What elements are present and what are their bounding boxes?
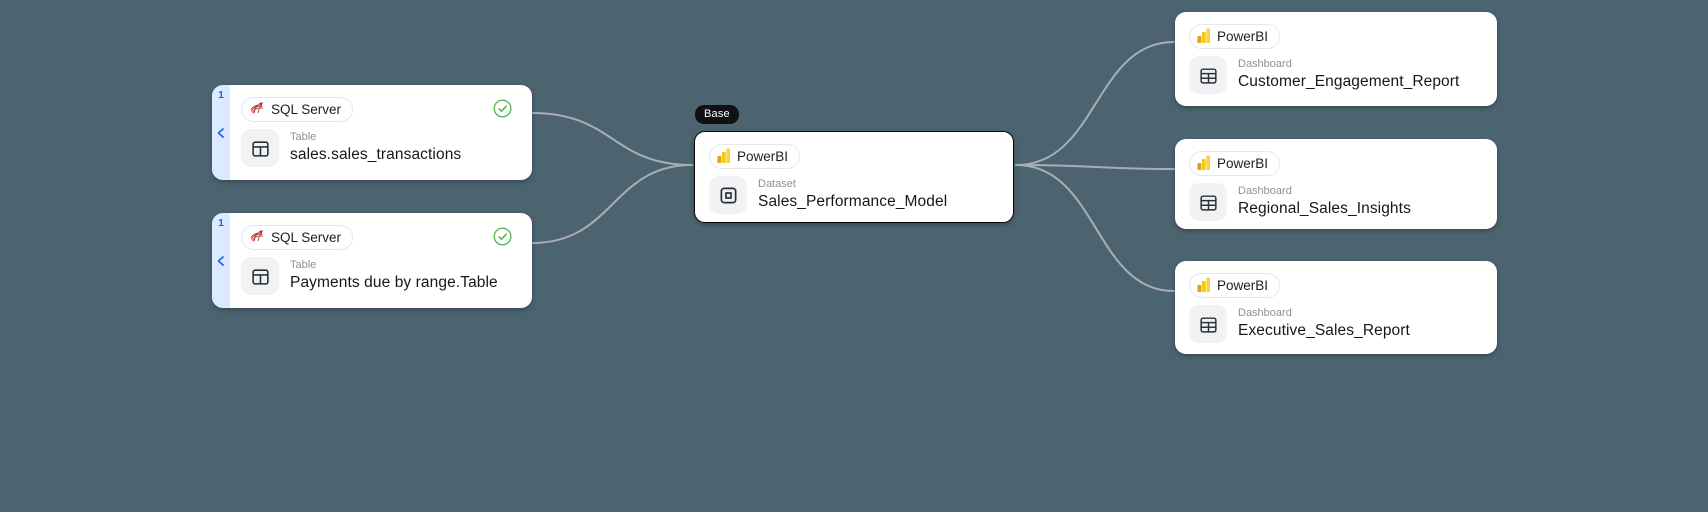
base-badge: Base [695,105,739,124]
asset-name: Payments due by range.Table [290,273,498,291]
powerbi-icon [1197,277,1211,295]
asset-name: Sales_Performance_Model [758,192,948,210]
asset-name: Customer_Engagement_Report [1238,72,1460,90]
source-system-pill: PowerBI [709,144,801,169]
table-icon [251,268,269,285]
asset-type-label: Dashboard [1238,58,1292,71]
source-system-label: PowerBI [1217,28,1269,44]
dashboard-icon-chip [1189,305,1227,343]
asset-type-label: Dashboard [1238,185,1292,198]
collapse-chevron-icon[interactable] [212,254,230,268]
source-system-label: PowerBI [1217,277,1269,293]
asset-name: sales.sales_transactions [290,145,462,163]
collapse-chevron-icon[interactable] [212,126,230,140]
dataset-icon [720,187,736,203]
verified-check-icon [493,227,512,246]
upstream-count-badge: 1 [218,217,224,229]
sql-server-icon [249,228,265,247]
dataset-icon-chip [709,176,747,214]
source-system-label: PowerBI [1217,155,1269,171]
edge-table1-to-dataset [531,112,693,166]
verified-check-icon [493,99,512,118]
sql-server-icon [249,100,265,119]
table-icon-chip [241,129,279,167]
powerbi-icon [717,148,731,166]
source-system-pill: SQL Server [241,225,354,250]
source-system-pill: SQL Server [241,97,354,122]
node-dashboard-3[interactable]: PowerBI Dashboard Executive_Sales_Report [1175,261,1497,354]
source-system-label: SQL Server [271,101,342,117]
powerbi-icon [1197,155,1211,173]
dashboard-icon [1199,67,1217,84]
source-system-label: PowerBI [737,148,789,164]
asset-type-label: Table [290,131,317,144]
node-source-table-2[interactable]: 1 SQL Server [212,213,532,308]
edge-dataset-to-dashboard2 [1015,164,1175,170]
powerbi-icon [1197,28,1211,46]
table-icon [251,140,269,157]
table-icon-chip [241,257,279,295]
node-dashboard-2[interactable]: PowerBI Dashboard Regional_Sales_Insight… [1175,139,1497,229]
upstream-count-badge: 1 [218,89,224,101]
asset-name: Executive_Sales_Report [1238,321,1410,339]
edge-dataset-to-dashboard1 [1015,41,1175,166]
asset-type-label: Table [290,259,317,272]
source-system-pill: PowerBI [1189,24,1281,49]
edge-table2-to-dataset [531,164,693,244]
upstream-strip[interactable]: 1 [212,85,230,180]
dashboard-icon-chip [1189,183,1227,221]
node-source-table-1[interactable]: 1 SQL Server [212,85,532,180]
dashboard-icon-chip [1189,56,1227,94]
source-system-pill: PowerBI [1189,151,1281,176]
upstream-strip[interactable]: 1 [212,213,230,308]
node-dataset-base[interactable]: Base PowerBI Da [694,105,1014,223]
asset-type-label: Dataset [758,178,796,191]
asset-type-label: Dashboard [1238,307,1292,320]
dashboard-icon [1199,316,1217,333]
node-dashboard-1[interactable]: PowerBI Dashboard Customer_Engagement_Re… [1175,12,1497,106]
edge-dataset-to-dashboard3 [1015,164,1175,292]
asset-name: Regional_Sales_Insights [1238,199,1411,217]
source-system-pill: PowerBI [1189,273,1281,298]
dashboard-icon [1199,194,1217,211]
source-system-label: SQL Server [271,229,342,245]
